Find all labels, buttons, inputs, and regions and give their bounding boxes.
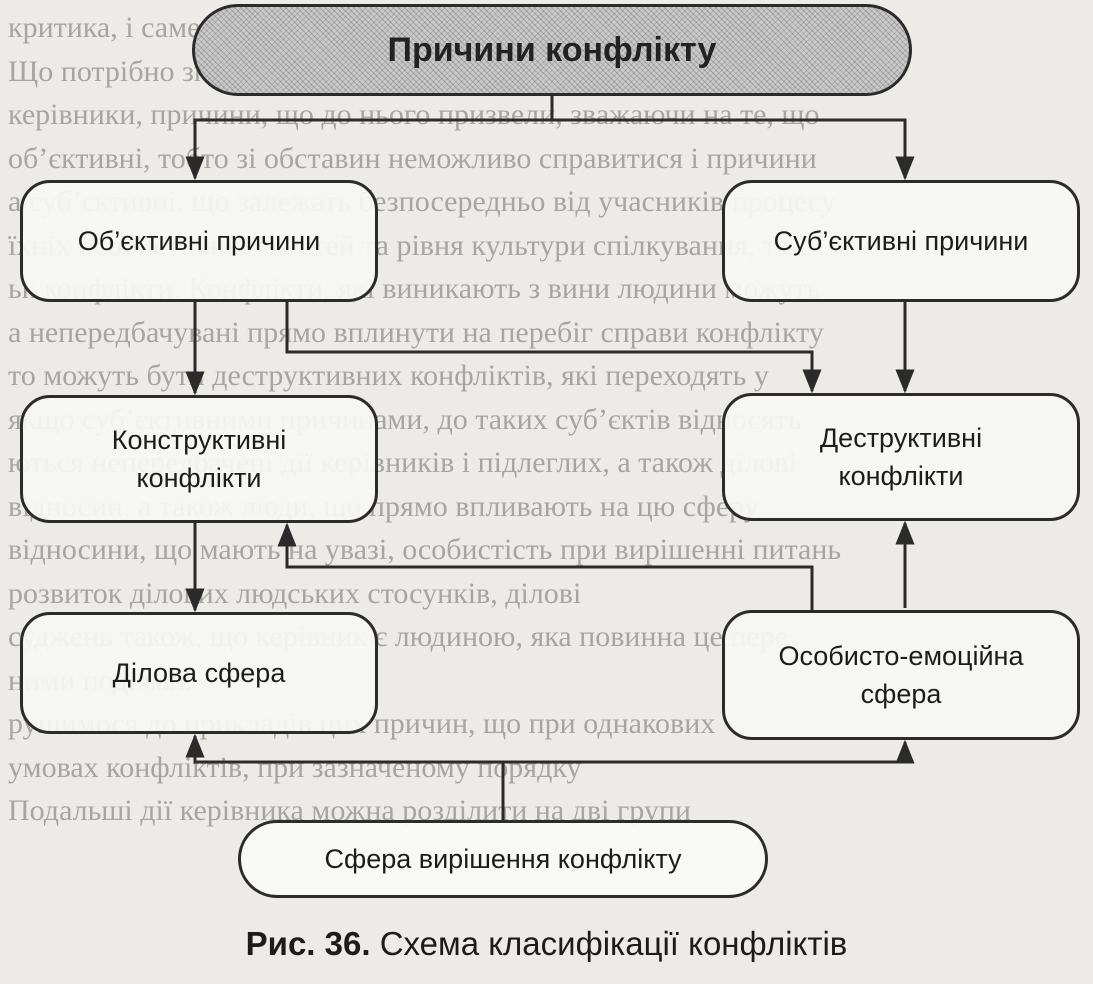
background-text-line: а непередбачувані прямо вплинути на пере…	[8, 315, 824, 349]
background-text-line: умовах конфліктів, при зазначеному поряд…	[8, 750, 582, 784]
node-conflict-resolution-sphere: Сфера вирішення конфлікту	[238, 820, 768, 898]
node-constructive-conflicts: Конструктивні конфлікти	[20, 395, 378, 523]
figure-title: Схема класифікації конфліктів	[379, 925, 848, 962]
node-label: Сфера вирішення конфлікту	[324, 844, 682, 874]
node-business-sphere: Ділова сфера	[20, 612, 378, 734]
node-label-group: Особисто-емоційна сфера	[778, 637, 1023, 713]
node-label-line: Деструктивні	[819, 423, 983, 453]
node-label-line: конфлікти	[136, 463, 262, 493]
root-node-conflict-causes: Причини конфлікту	[192, 4, 912, 96]
node-label: Ділова сфера	[112, 658, 286, 688]
node-objective-causes: Об’єктивні причини	[20, 180, 378, 302]
background-text-line: керівники, причини, що до нього призвели…	[8, 98, 820, 131]
arrow-resolution-to-business	[185, 733, 505, 820]
background-text-line: то можуть бути деструктивних конфліктів,…	[8, 359, 769, 392]
background-text-line: об’єктивні, тобто зі обставин неможливо …	[8, 141, 817, 175]
node-label: Причини конфлікту	[387, 31, 717, 69]
figure-caption: Рис. 36. Схема класифікації конфліктів	[0, 925, 1093, 963]
node-label-line: сфера	[860, 679, 942, 709]
node-label: Суб’єктивні причини	[773, 226, 1029, 256]
arrow-objective-to-destructive	[285, 302, 822, 394]
node-destructive-conflicts: Деструктивні конфлікти	[722, 393, 1080, 521]
node-subjective-causes: Суб’єктивні причини	[722, 180, 1080, 302]
arrow-resolution-to-personal	[503, 739, 915, 764]
node-label-line: Особисто-емоційна	[778, 641, 1024, 671]
arrow-root-to-subjective	[552, 118, 915, 181]
arrow-personal-to-constructive	[277, 522, 814, 610]
figure-number: Рис. 36.	[245, 925, 371, 962]
node-label-group: Конструктивні конфлікти	[112, 421, 287, 497]
background-text-line: розвиток ділових людських стосунків, діл…	[8, 576, 582, 610]
node-personal-emotional-sphere: Особисто-емоційна сфера	[722, 610, 1080, 740]
node-label-group: Деструктивні конфлікти	[820, 419, 982, 495]
arrow-root-to-objective	[185, 96, 554, 181]
node-label: Об’єктивні причини	[77, 226, 321, 256]
background-text-line: відносини, що мають на увазі, особистіст…	[8, 533, 842, 566]
node-label-line: Конструктивні	[111, 425, 287, 455]
node-label-line: конфлікти	[838, 461, 964, 491]
